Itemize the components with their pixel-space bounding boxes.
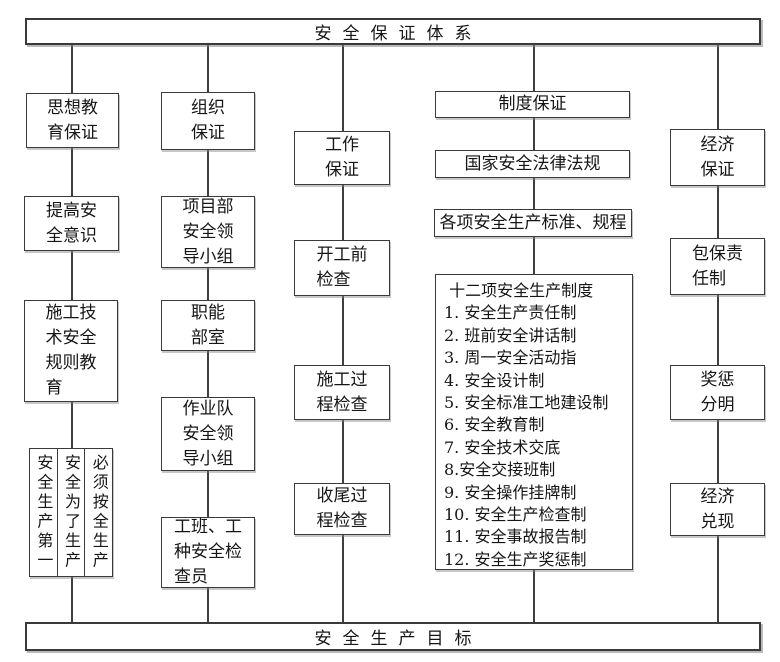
box-clear-rewards-punishments-label: 奖惩 分明	[700, 369, 735, 415]
connector-line-col5	[717, 45, 719, 623]
box-package-responsibility-system-label: 包保责 任制	[692, 243, 743, 289]
box-pre-start-inspection-label: 开工前 检查	[316, 245, 368, 290]
footer-banner: 安全生产目标	[25, 622, 761, 651]
box-raise-safety-awareness-label: 提高安 全意识	[46, 200, 97, 246]
connector-line-col3	[342, 45, 344, 623]
box-thought-education-guarantee-label: 思想教 育保证	[47, 97, 98, 143]
box-economic-guarantee: 经济 保证	[670, 129, 765, 186]
slogan-cell-safety-first: 安全生产第一	[34, 454, 54, 571]
box-thought-education-guarantee: 思想教 育保证	[26, 93, 119, 148]
box-national-safety-laws-label: 国家安全法律法规	[464, 153, 601, 174]
box-construction-tech-safety-education-label: 施工技 术安全 规则教 育	[45, 303, 97, 398]
box-project-dept-safety-leading-group-label: 项目部 安全领 导小组	[182, 196, 234, 267]
box-work-team-safety-leading-group-label: 作业队 安全领 导小组	[182, 398, 234, 469]
box-functional-departments: 职能 部室	[161, 300, 255, 351]
box-safety-standards-regulations-label: 各项安全生产标准、规程	[439, 212, 627, 233]
box-economic-guarantee-label: 经济 保证	[700, 134, 735, 180]
box-organization-guarantee: 组织 保证	[161, 92, 255, 150]
header-banner: 安全保证体系	[25, 18, 761, 45]
box-pre-start-inspection: 开工前 检查	[294, 240, 390, 296]
box-work-guarantee-label: 工作 保证	[325, 135, 359, 180]
box-crew-safety-inspectors-label: 工班、工 种安全检 查员	[174, 517, 242, 587]
box-construction-process-inspection: 施工过 程检查	[294, 365, 390, 420]
box-work-guarantee: 工作 保证	[294, 131, 390, 185]
box-economic-fulfillment: 经济 兑现	[670, 483, 765, 536]
box-system-guarantee: 制度保证	[435, 91, 630, 118]
box-work-team-safety-leading-group: 作业队 安全领 导小组	[161, 397, 255, 471]
box-closing-process-inspection-label: 收尾过 程检查	[316, 486, 368, 531]
box-construction-process-inspection-label: 施工过 程检查	[316, 369, 368, 415]
box-twelve-safety-production-systems: 十二项安全生产制度 1. 安全生产责任制 2. 班前安全讲话制 3. 周一安全活…	[435, 274, 633, 570]
box-system-guarantee-label: 制度保证	[498, 94, 567, 114]
box-economic-fulfillment-label: 经济 兑现	[700, 486, 735, 532]
box-organization-guarantee-label: 组织 保证	[191, 98, 225, 143]
box-package-responsibility-system: 包保责 任制	[670, 238, 765, 295]
box-clear-rewards-punishments: 奖惩 分明	[670, 365, 765, 420]
footer-title: 安全生产目标	[314, 629, 483, 649]
twelve-safety-production-systems-list: 十二项安全生产制度 1. 安全生产责任制 2. 班前安全讲话制 3. 周一安全活…	[444, 281, 609, 569]
box-safety-standards-regulations: 各项安全生产标准、规程	[434, 209, 632, 237]
box-functional-departments-label: 职能 部室	[191, 302, 225, 348]
slogan-cell-safety-for-production: 安全为了生产	[56, 449, 85, 576]
slogan-cell-must-produce-safely: 必须按全生产	[84, 449, 112, 576]
box-national-safety-laws: 国家安全法律法规	[435, 150, 630, 178]
box-construction-tech-safety-education: 施工技 术安全 规则教 育	[24, 300, 118, 402]
box-closing-process-inspection: 收尾过 程检查	[294, 483, 390, 535]
slogan-box: 安全生产第一 安全为了生产 必须按全生产	[29, 448, 113, 577]
header-title: 安全保证体系	[314, 24, 483, 44]
box-project-dept-safety-leading-group: 项目部 安全领 导小组	[161, 196, 255, 268]
box-raise-safety-awareness: 提高安 全意识	[24, 196, 119, 251]
box-crew-safety-inspectors: 工班、工 种安全检 查员	[161, 517, 255, 588]
